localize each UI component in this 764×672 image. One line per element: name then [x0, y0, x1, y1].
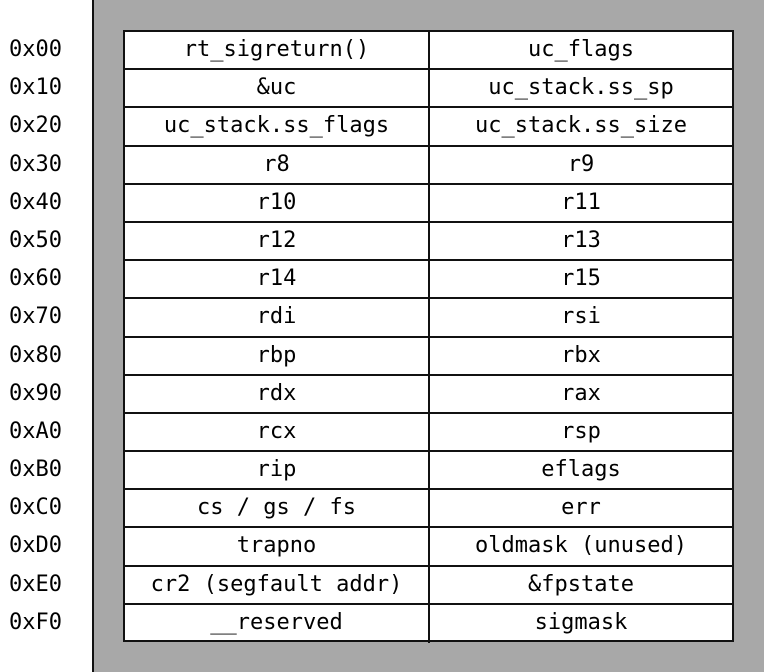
left-field: &uc	[125, 70, 430, 107]
right-field: rsi	[561, 304, 601, 330]
offset-label: 0x60	[9, 266, 62, 292]
right-field: rbx	[561, 342, 601, 368]
offset-label: 0x80	[9, 342, 62, 368]
table-row: r10 r11	[125, 184, 732, 223]
right-field: err	[561, 495, 601, 521]
right-field: sigmask	[534, 609, 628, 635]
left-field: __reserved	[125, 604, 430, 643]
table-row: rt_sigreturn() uc_flags	[125, 32, 732, 71]
offset-label: 0x10	[9, 75, 62, 101]
left-field: cs / gs / fs	[125, 490, 430, 527]
table-row: cs / gs / fs err	[125, 490, 732, 529]
right-field: uc_stack.ss_size	[475, 113, 687, 139]
table-row: r8 r9	[125, 146, 732, 185]
right-field: oldmask (unused)	[475, 533, 687, 559]
left-field: rdx	[125, 375, 430, 412]
offset-label: 0x00	[9, 37, 62, 62]
offset-label: 0xD0	[9, 533, 62, 559]
offset-label: 0x90	[9, 380, 62, 406]
offset-label: 0xF0	[9, 609, 62, 635]
table-row: rcx rsp	[125, 413, 732, 453]
left-field: r8	[125, 146, 430, 183]
left-field: rcx	[125, 413, 430, 451]
table-row: rbp rbx	[125, 337, 732, 376]
offset-label: 0xC0	[9, 495, 62, 521]
right-field: rsp	[561, 418, 601, 444]
table-row: r12 r13	[125, 222, 732, 262]
right-field: r11	[561, 189, 601, 215]
table-row: rdi rsi	[125, 299, 732, 338]
right-field: r13	[561, 227, 601, 253]
signal-frame-table: rt_sigreturn() uc_flags &uc uc_stack.ss_…	[123, 30, 734, 643]
table-row: uc_stack.ss_flags uc_stack.ss_size	[125, 108, 732, 147]
left-field: rip	[125, 452, 430, 489]
left-field: rt_sigreturn()	[125, 32, 430, 69]
table-row: trapno oldmask (unused)	[125, 528, 732, 567]
right-field: rax	[561, 380, 601, 406]
left-field: rdi	[125, 299, 430, 336]
left-field: trapno	[125, 528, 430, 565]
offset-label: 0x40	[9, 189, 62, 215]
right-field: r9	[567, 151, 595, 177]
table-row: r14 r15	[125, 261, 732, 300]
left-field: uc_stack.ss_flags	[125, 108, 430, 145]
offset-label: 0x20	[9, 113, 62, 139]
left-field: rbp	[125, 337, 430, 374]
table-row: cr2 (segfault addr) &fpstate	[125, 566, 732, 605]
offset-column: 0x00 0x10 0x20 0x30 0x40 0x50 0x60 0x70 …	[0, 31, 80, 642]
offset-label: 0x50	[9, 227, 62, 253]
table-row: rdx rax	[125, 375, 732, 414]
offset-label: 0xB0	[9, 457, 62, 483]
table-row: rip eflags	[125, 452, 732, 491]
right-field: uc_flags	[528, 37, 634, 62]
right-field: eflags	[541, 457, 621, 483]
table-row: &uc uc_stack.ss_sp	[125, 70, 732, 109]
offset-label: 0x30	[9, 151, 62, 177]
right-field: r15	[561, 266, 601, 292]
table-row: __reserved sigmask	[125, 604, 732, 643]
left-field: r10	[125, 184, 430, 221]
offset-label: 0xA0	[9, 418, 62, 444]
left-field: r12	[125, 222, 430, 260]
offset-label: 0x70	[9, 304, 62, 330]
left-field: r14	[125, 261, 430, 298]
left-field: cr2 (segfault addr)	[125, 566, 430, 603]
offset-label: 0xE0	[9, 571, 62, 597]
right-field: &fpstate	[528, 571, 634, 597]
right-field: uc_stack.ss_sp	[488, 75, 674, 101]
